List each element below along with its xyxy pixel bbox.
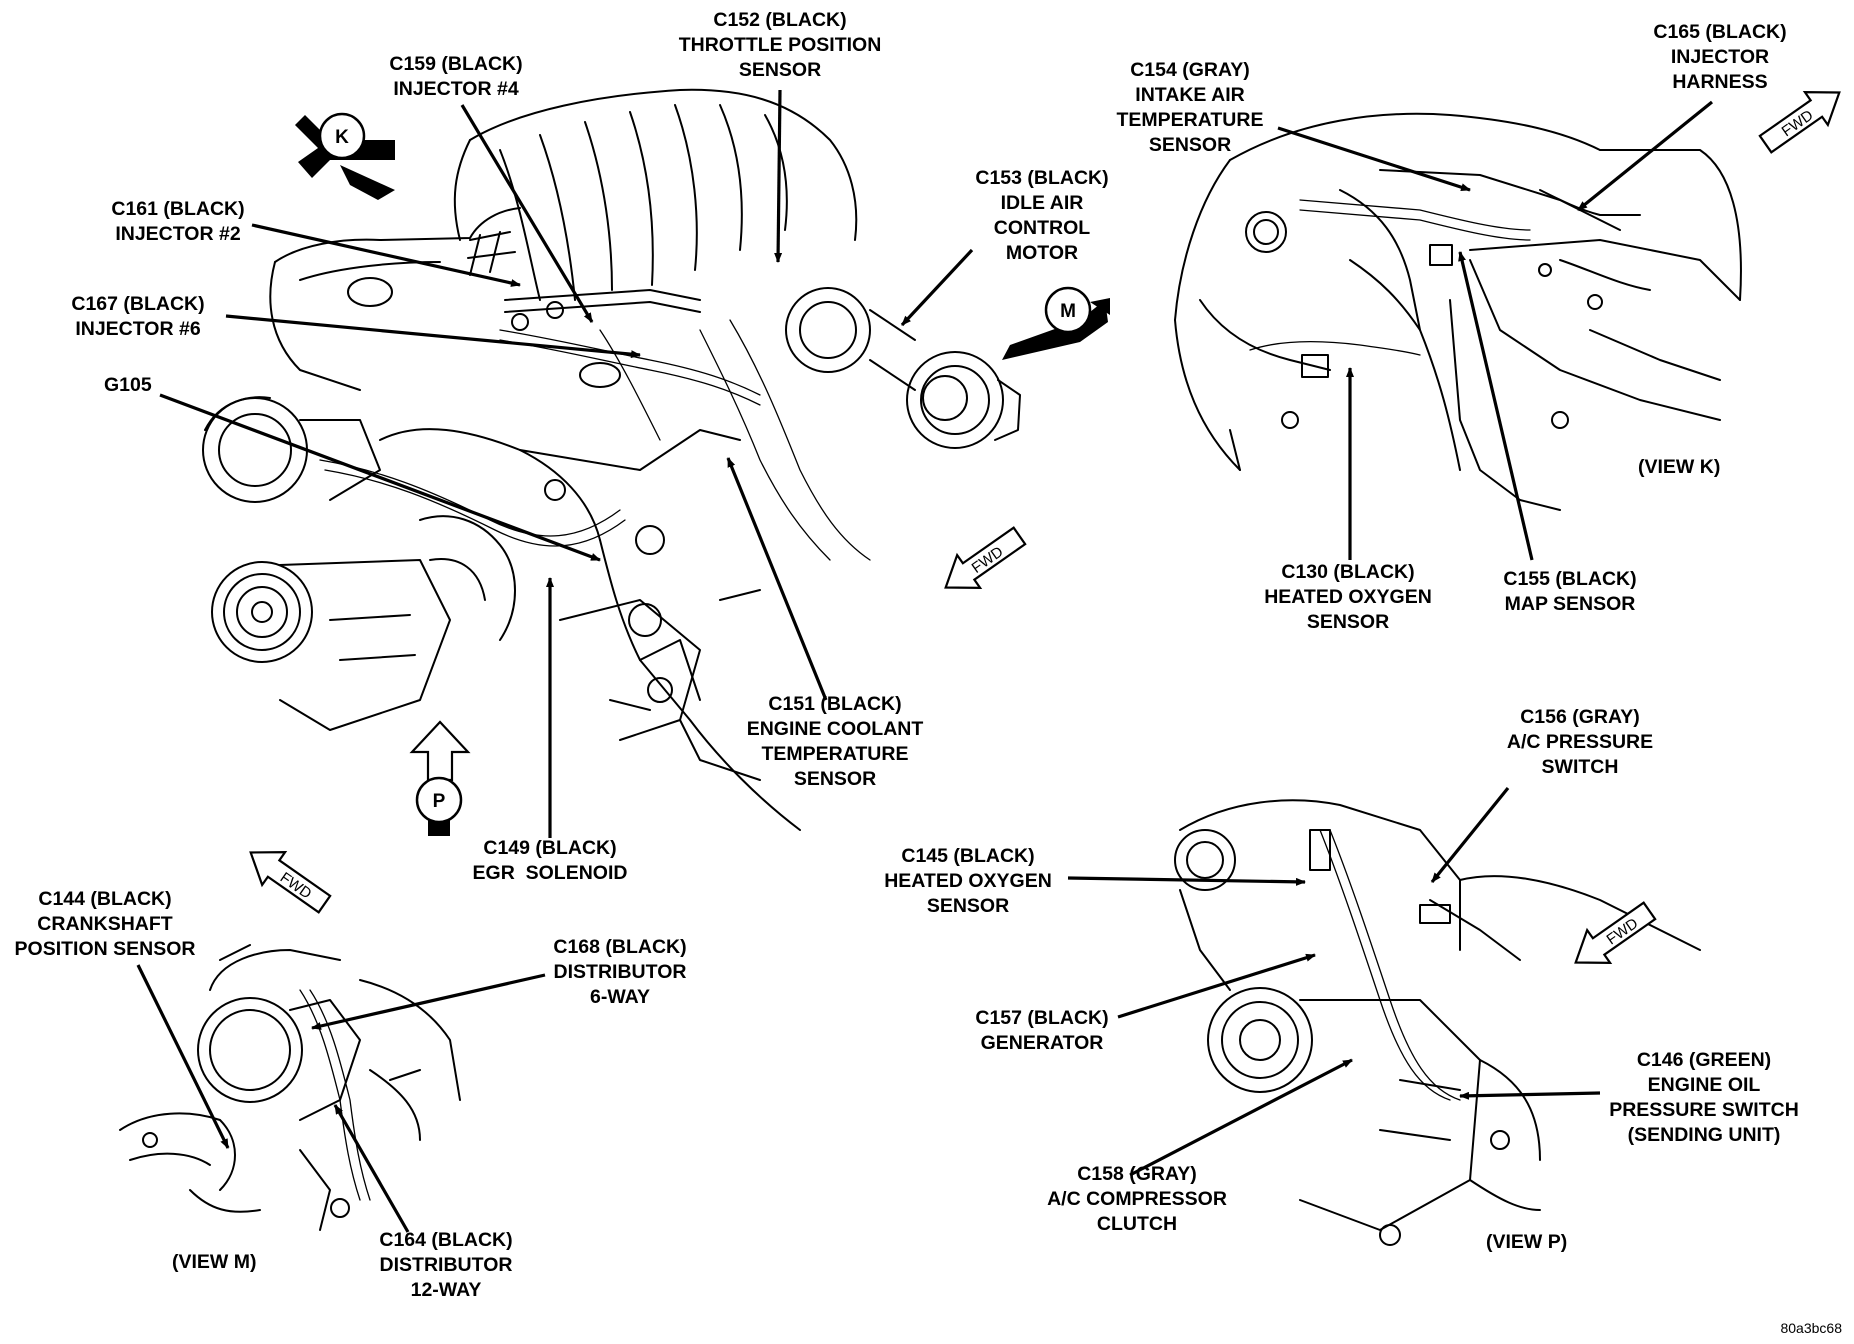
main-engine-drawing [202, 88, 1021, 831]
view-marker-k-letter: K [335, 127, 349, 148]
leader-c157 [1117, 953, 1316, 1019]
leader-c158 [1129, 1058, 1353, 1177]
view-p-drawing [1174, 799, 1701, 1246]
leader-c159 [460, 104, 594, 323]
leader-c165 [1576, 100, 1714, 212]
leader-c151 [726, 457, 828, 701]
leader-c144 [136, 964, 230, 1149]
label-c157: C157 (BLACK) GENERATOR [975, 1007, 1109, 1054]
leader-c153 [900, 248, 974, 327]
leader-c161 [251, 223, 521, 287]
leader-c164 [333, 1104, 410, 1233]
view-m-drawing [119, 944, 461, 1231]
leader-g105 [159, 393, 601, 562]
label-c153: C153 (BLACK) IDLE AIR CONTROL MOTOR [975, 167, 1109, 264]
view-marker-k: K [295, 112, 395, 200]
leader-c146 [1459, 1091, 1601, 1100]
label-c145: C145 (BLACK) HEATED OXYGEN SENSOR [884, 845, 1052, 917]
label-c164: C164 (BLACK) DISTRIBUTOR 12-WAY [379, 1229, 513, 1301]
label-c152: C152 (BLACK) THROTTLE POSITION SENSOR [678, 9, 882, 81]
label-c165: C165 (BLACK) INJECTOR HARNESS [1653, 21, 1787, 93]
view-k-drawing [1174, 112, 1742, 511]
label-c168: C168 (BLACK) DISTRIBUTOR 6-WAY [553, 936, 687, 1008]
label-g105: G105 [104, 374, 152, 396]
label-c155: C155 (BLACK) MAP SENSOR [1503, 568, 1637, 615]
label-c167: C167 (BLACK) INJECTOR #6 [71, 293, 205, 340]
leader-c168 [311, 973, 546, 1030]
fwd-arrow-main: FWD [944, 526, 1027, 589]
label-c158: C158 (GRAY) A/C COMPRESSOR CLUTCH [1047, 1163, 1227, 1235]
leader-c167 [225, 314, 641, 359]
label-c161: C161 (BLACK) INJECTOR #2 [111, 198, 245, 245]
view-marker-p-letter: P [433, 791, 446, 812]
leader-c155 [1458, 251, 1534, 561]
label-c156: C156 (GRAY) A/C PRESSURE SWITCH [1506, 706, 1654, 778]
leader-c154 [1277, 126, 1471, 192]
view-marker-m: M [1002, 286, 1110, 360]
label-c151: C151 (BLACK) ENGINE COOLANT TEMPERATURE … [746, 693, 924, 790]
label-c144: C144 (BLACK) CRANKSHAFT POSITION SENSOR [14, 888, 196, 960]
view-caption-p: (VIEW P) [1486, 1231, 1568, 1253]
leader-c156 [1430, 786, 1510, 884]
view-marker-m-letter: M [1060, 301, 1076, 322]
fwd-arrow-view-m: FWD [249, 851, 332, 914]
view-caption-k: (VIEW K) [1638, 456, 1721, 478]
label-c149: C149 (BLACK) EGR SOLENOID [472, 837, 628, 884]
leader-c152 [774, 89, 783, 263]
view-marker-p: P [409, 720, 471, 836]
label-c146: C146 (GREEN) ENGINE OIL PRESSURE SWITCH … [1609, 1049, 1799, 1146]
label-c154: C154 (GRAY) INTAKE AIR TEMPERATURE SENSO… [1116, 59, 1264, 156]
label-c130: C130 (BLACK) HEATED OXYGEN SENSOR [1264, 561, 1432, 633]
label-c159: C159 (BLACK) INJECTOR #4 [389, 53, 523, 100]
leader-lines [136, 89, 1714, 1233]
figure-code: 80a3bc68 [1780, 1320, 1842, 1336]
leader-c145 [1067, 876, 1306, 886]
view-caption-m: (VIEW M) [172, 1251, 257, 1273]
